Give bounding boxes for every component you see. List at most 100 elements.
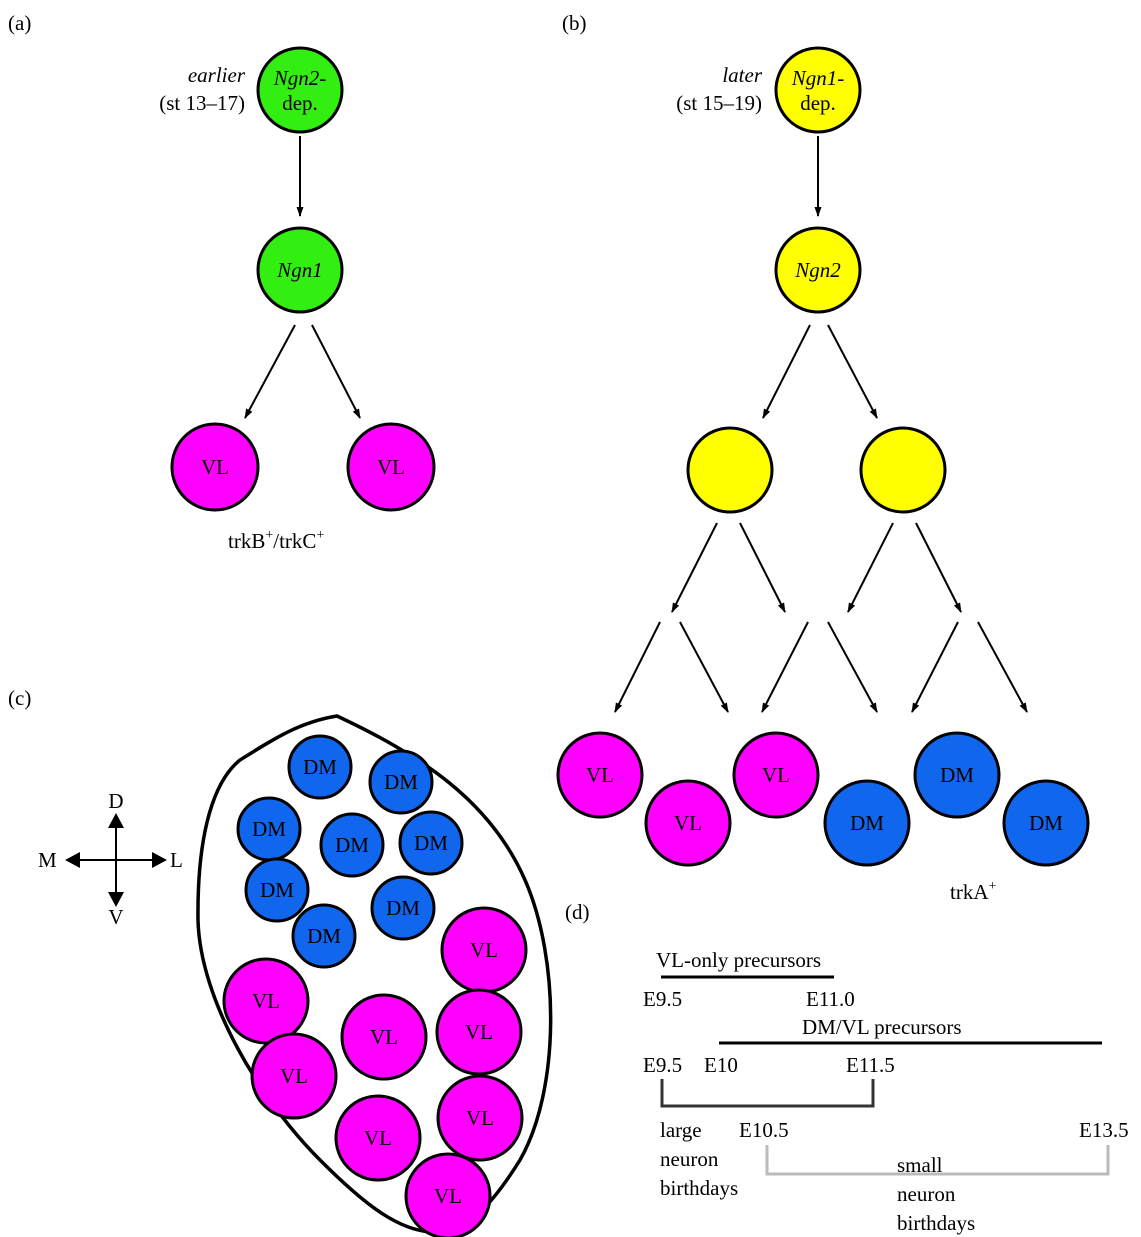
panel-b-time-word: later <box>722 63 762 87</box>
ngn2-dep-node-line1: Ngn2- <box>273 66 327 90</box>
ngn1-dep-node-line2: dep. <box>800 91 836 115</box>
arrow-b-t1 <box>614 621 661 713</box>
ngn2-dep-node-line2: dep. <box>282 91 318 115</box>
vl-cell-1-label: VL <box>470 938 498 962</box>
dm-cell-2-label: DM <box>384 770 418 794</box>
trk-marker-a: trkB+/trkC+ <box>228 528 324 553</box>
large-neuron-bracket <box>660 1079 875 1108</box>
large-caption-3: birthdays <box>660 1176 738 1200</box>
b-leaf-4 <box>823 779 911 867</box>
vl-cell-7 <box>334 1094 422 1182</box>
panel-a: (a) earlier (st 13–17) Ngn2- dep. Ngn1 V… <box>8 11 436 553</box>
small-caption-1: small <box>897 1153 943 1177</box>
small-end: E13.5 <box>1079 1118 1129 1142</box>
vl-only-start: E9.5 <box>643 987 682 1011</box>
compass-v: V <box>108 905 123 929</box>
small-neuron-bracket <box>765 1145 1110 1176</box>
vl-only-title: VL-only precursors <box>656 948 821 972</box>
dm-cell-5-label: DM <box>414 831 448 855</box>
trk-marker-b: trkA+ <box>950 879 997 904</box>
dm-cell-6 <box>244 857 310 923</box>
vl-cell-8-label: VL <box>434 1184 462 1208</box>
panel-b-time-range: (st 15–19) <box>676 91 762 115</box>
compass-m: M <box>38 848 57 872</box>
compass-l: L <box>170 848 183 872</box>
panel-a-time-range: (st 13–17) <box>159 91 245 115</box>
ngn2-dep-node <box>256 46 344 134</box>
b-leaf-4-label: DM <box>850 811 884 835</box>
ngn1-dep-node <box>774 46 862 134</box>
ngn1-dep-node-line1: Ngn1- <box>791 66 845 90</box>
b-leaf-5-label: DM <box>940 763 974 787</box>
dm-cell-6-label: DM <box>260 878 294 902</box>
ngn1-node-label: Ngn1 <box>276 258 323 282</box>
dm-cell-7 <box>370 875 436 941</box>
b-leaf-2 <box>644 779 732 867</box>
dmvl-start: E10 <box>704 1053 738 1077</box>
large-start: E9.5 <box>643 1053 682 1077</box>
dm-cell-5 <box>398 810 464 876</box>
dm-cell-4 <box>319 812 385 878</box>
arrow-a-right <box>311 324 361 419</box>
panel-c: (c) D V M L DM DM DM DM DM DM DM <box>8 686 553 1237</box>
arrow-b-r2 <box>915 522 962 613</box>
dm-cell-1 <box>287 734 353 800</box>
small-caption-2: neuron <box>897 1182 956 1206</box>
large-end: E11.5 <box>846 1053 895 1077</box>
arrow-b-t6 <box>977 621 1028 713</box>
ngn2-node-label: Ngn2 <box>794 258 841 282</box>
panel-b-label: (b) <box>562 11 587 35</box>
arrow-b-r1 <box>847 522 894 613</box>
vl-cell-7-label: VL <box>364 1126 392 1150</box>
arrow-b-t5 <box>911 621 959 713</box>
vl-cell-5-label: VL <box>280 1064 308 1088</box>
b-leaf-2-label: VL <box>674 811 702 835</box>
vl-cell-4-label: VL <box>465 1020 493 1044</box>
dm-cell-1-label: DM <box>303 755 337 779</box>
dm-cell-4-label: DM <box>335 833 369 857</box>
ngn1-node <box>256 226 344 314</box>
b-leaf-3 <box>732 731 820 819</box>
panel-a-time-word: earlier <box>188 63 246 87</box>
vl-cell-a-left-label: VL <box>201 455 229 479</box>
vl-cell-a-right-label: VL <box>377 455 405 479</box>
b-leaf-1 <box>556 731 644 819</box>
small-caption-3: birthdays <box>897 1211 975 1235</box>
arrow-b-t3 <box>761 621 809 713</box>
dm-cell-7-label: DM <box>386 896 420 920</box>
vl-cell-3 <box>340 993 428 1081</box>
panel-b: (b) later (st 15–19) Ngn1- dep. Ngn2 VL … <box>556 11 1090 904</box>
vl-cell-2-label: VL <box>252 989 280 1013</box>
arrow-a-left <box>244 324 296 419</box>
panel-a-label: (a) <box>8 11 31 35</box>
vl-cell-6 <box>436 1074 524 1162</box>
dm-cell-3-label: DM <box>252 817 286 841</box>
panel-c-label: (c) <box>8 686 31 710</box>
small-start: E10.5 <box>739 1118 789 1142</box>
large-caption-1: large <box>660 1118 702 1142</box>
vl-cell-a-left <box>170 422 260 512</box>
dmvl-title: DM/VL precursors <box>802 1015 962 1039</box>
arrow-b-l2 <box>739 522 786 613</box>
b-leaf-1-label: VL <box>586 763 614 787</box>
yellow-progenitor-right <box>859 426 947 514</box>
b-leaf-6 <box>1002 779 1090 867</box>
vl-cell-3-label: VL <box>370 1025 398 1049</box>
arrow-b-t2 <box>679 621 729 713</box>
vl-only-end: E11.0 <box>806 987 855 1011</box>
vl-cell-4 <box>435 988 523 1076</box>
vl-cell-8 <box>404 1152 492 1237</box>
large-caption-2: neuron <box>660 1147 719 1171</box>
ngn2-node <box>774 226 862 314</box>
arrow-b-t4 <box>827 621 878 713</box>
arrow-b-left <box>762 324 811 419</box>
b-leaf-3-label: VL <box>762 763 790 787</box>
arrow-b-right <box>827 324 878 419</box>
arrow-b-l1 <box>671 522 718 613</box>
dm-cell-8 <box>291 903 357 969</box>
b-leaf-6-label: DM <box>1029 811 1063 835</box>
dm-cell-8-label: DM <box>307 924 341 948</box>
vl-cell-a-right <box>346 422 436 512</box>
yellow-progenitor-left <box>686 426 774 514</box>
